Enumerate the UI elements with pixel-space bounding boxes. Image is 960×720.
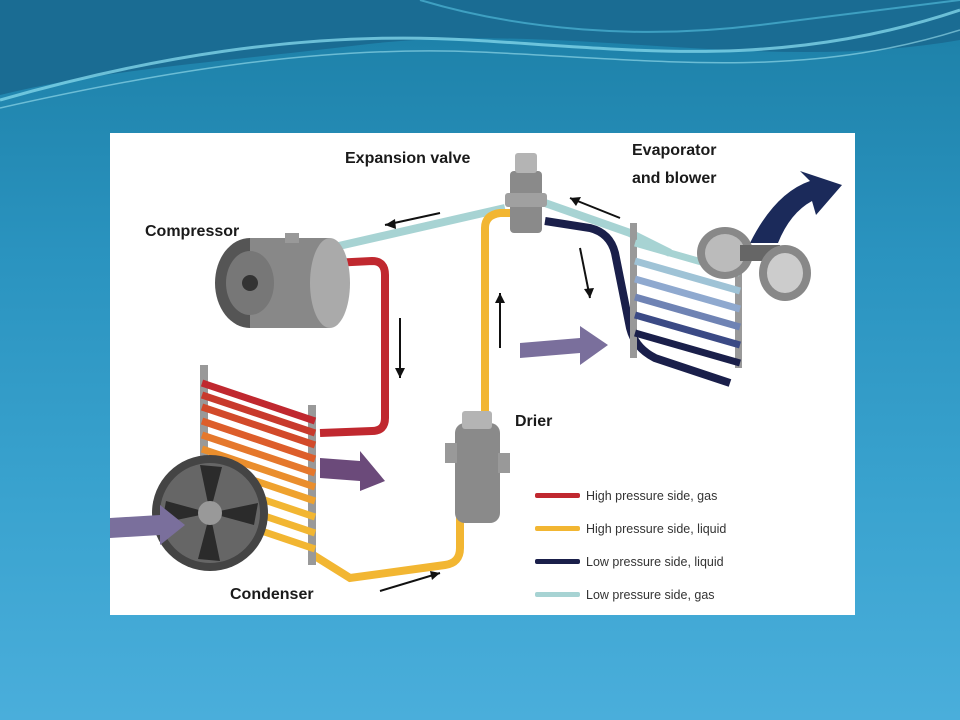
legend-item: High pressure side, liquid	[535, 512, 726, 545]
legend-item: High pressure side, gas	[535, 479, 726, 512]
legend-swatch	[535, 526, 580, 531]
legend-label: Low pressure side, liquid	[586, 554, 724, 569]
high-pressure-gas-line	[319, 256, 389, 437]
airflow-arrow-evaporator	[520, 326, 608, 365]
evaporator-label-line2: and blower	[632, 170, 717, 187]
diagram-canvas	[110, 153, 842, 592]
expansion-valve-label: Expansion valve	[345, 150, 471, 167]
legend-label: High pressure side, gas	[586, 488, 718, 503]
condenser-fan-icon	[152, 455, 268, 571]
legend-swatch	[535, 592, 580, 597]
legend-label: High pressure side, liquid	[586, 521, 727, 536]
evaporator-label: Evaporator	[632, 142, 717, 159]
legend-item: Low pressure side, gas	[535, 578, 726, 611]
legend-swatch	[535, 559, 580, 564]
drier-label: Drier	[515, 413, 553, 430]
header-swoosh	[0, 0, 960, 109]
legend: High pressure side, gas High pressure si…	[535, 479, 726, 611]
high-pressure-liquid-line	[307, 493, 464, 583]
drier-icon	[445, 411, 510, 523]
compressor-icon	[215, 233, 350, 328]
compressor-label: Compressor	[145, 223, 240, 240]
ac-system-diagram: Expansion valve Evaporator and blower Co…	[110, 133, 855, 615]
flow-arrow-to-drier	[379, 572, 441, 592]
low-pressure-liquid-line	[544, 217, 732, 387]
low-pressure-gas-line	[329, 204, 506, 252]
airflow-arrow-condenser	[110, 505, 185, 545]
blower-icon	[697, 227, 811, 301]
legend-label: Low pressure side, gas	[586, 587, 715, 602]
condenser-label: Condenser	[230, 586, 314, 603]
airflow-arrow-exhaust	[320, 451, 385, 491]
expansion-valve-icon	[505, 153, 547, 233]
cool-air-arrow	[750, 171, 842, 243]
legend-item: Low pressure side, liquid	[535, 545, 726, 578]
legend-swatch	[535, 493, 580, 498]
